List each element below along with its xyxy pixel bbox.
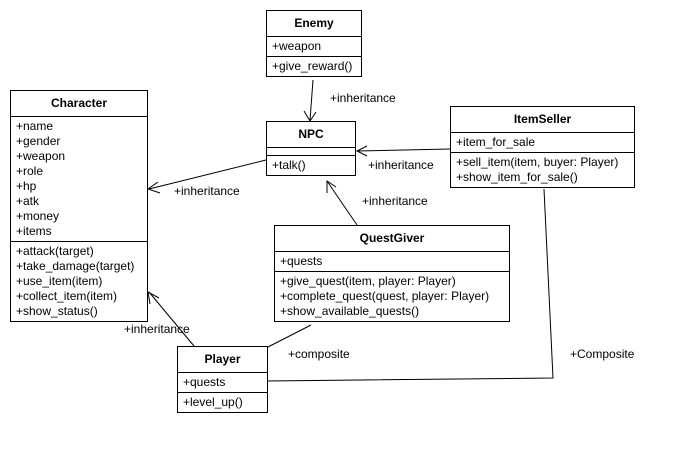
class-character-attributes: +name +gender +weapon +role +hp +atk +mo… bbox=[11, 117, 147, 242]
attribute: +weapon bbox=[272, 39, 322, 53]
class-character[interactable]: Character +name +gender +weapon +role +h… bbox=[10, 90, 148, 322]
attribute: +hp bbox=[16, 179, 37, 193]
itemseller-player-line bbox=[267, 188, 554, 382]
method: +take_damage(target) bbox=[16, 259, 135, 273]
method: +talk() bbox=[272, 158, 306, 172]
method: +give_reward() bbox=[272, 59, 353, 73]
attribute: +gender bbox=[16, 134, 61, 148]
method: +complete_quest(quest, player: Player) bbox=[280, 289, 490, 303]
class-enemy-attributes: +weapon bbox=[267, 37, 361, 57]
attribute: +money bbox=[16, 209, 60, 223]
method: +give_quest(item, player: Player) bbox=[280, 274, 456, 288]
attribute: +quests bbox=[183, 375, 226, 389]
class-enemy[interactable]: Enemy +weapon +give_reward() bbox=[266, 10, 362, 77]
attribute: +items bbox=[16, 224, 52, 238]
class-player[interactable]: Player +quests +level_up() bbox=[177, 346, 268, 413]
attribute: +name bbox=[16, 119, 54, 133]
class-questgiver-methods: +give_quest(item, player: Player) +compl… bbox=[275, 272, 509, 321]
relation-label-player-character: +inheritance bbox=[124, 322, 190, 336]
method: +show_available_quests() bbox=[280, 304, 420, 318]
questgiver-npc-line bbox=[326, 180, 358, 226]
method: +show_item_for_sale() bbox=[456, 170, 578, 184]
attribute: +item_for_sale bbox=[456, 135, 536, 149]
itemseller-npc-arrowhead bbox=[355, 145, 368, 157]
class-player-methods: +level_up() bbox=[178, 393, 267, 412]
npc-character-arrowhead bbox=[146, 181, 161, 194]
relation-label-questgiver-player: +composite bbox=[288, 347, 350, 361]
method: +use_item(item) bbox=[16, 274, 103, 288]
class-questgiver[interactable]: QuestGiver +quests +give_quest(item, pla… bbox=[274, 225, 510, 322]
class-enemy-name: Enemy bbox=[267, 11, 361, 37]
class-npc-methods: +talk() bbox=[267, 156, 355, 175]
method: +sell_item(item, buyer: Player) bbox=[456, 155, 619, 169]
method: +show_status() bbox=[16, 304, 98, 318]
method: +level_up() bbox=[183, 395, 243, 409]
attribute: +atk bbox=[16, 194, 40, 208]
npc-character-line bbox=[148, 159, 267, 190]
method: +attack(target) bbox=[16, 244, 94, 258]
attribute: +quests bbox=[280, 254, 323, 268]
class-itemseller-methods: +sell_item(item, buyer: Player) +show_it… bbox=[451, 153, 634, 187]
class-questgiver-attributes: +quests bbox=[275, 252, 509, 272]
itemseller-npc-line bbox=[356, 148, 451, 152]
class-npc-attributes bbox=[267, 148, 355, 156]
questgiver-player-line bbox=[267, 324, 312, 348]
class-itemseller-attributes: +item_for_sale bbox=[451, 133, 634, 153]
class-character-methods: +attack(target) +take_damage(target) +us… bbox=[11, 242, 147, 321]
attribute: +weapon bbox=[16, 149, 66, 163]
class-player-name: Player bbox=[178, 347, 267, 373]
relation-label-questgiver-npc: +inheritance bbox=[362, 194, 428, 208]
enemy-npc-line bbox=[309, 79, 314, 121]
method: +collect_item(item) bbox=[16, 289, 118, 303]
class-questgiver-name: QuestGiver bbox=[275, 226, 509, 252]
class-enemy-methods: +give_reward() bbox=[267, 57, 361, 76]
class-itemseller[interactable]: ItemSeller +item_for_sale +sell_item(ite… bbox=[450, 106, 635, 188]
questgiver-npc-arrowhead bbox=[326, 180, 337, 193]
class-player-attributes: +quests bbox=[178, 373, 267, 393]
class-itemseller-name: ItemSeller bbox=[451, 107, 634, 133]
relation-label-itemseller-player: +Composite bbox=[570, 347, 635, 361]
relation-label-enemy-npc: +inheritance bbox=[330, 91, 396, 105]
player-character-line bbox=[148, 291, 195, 347]
player-character-arrowhead bbox=[147, 291, 160, 305]
relation-label-npc-character: +inheritance bbox=[174, 184, 240, 198]
class-npc[interactable]: NPC +talk() bbox=[266, 121, 356, 176]
class-npc-name: NPC bbox=[267, 122, 355, 148]
attribute: +role bbox=[16, 164, 44, 178]
class-character-name: Character bbox=[11, 91, 147, 117]
relation-label-itemseller-npc: +inheritance bbox=[368, 158, 434, 172]
